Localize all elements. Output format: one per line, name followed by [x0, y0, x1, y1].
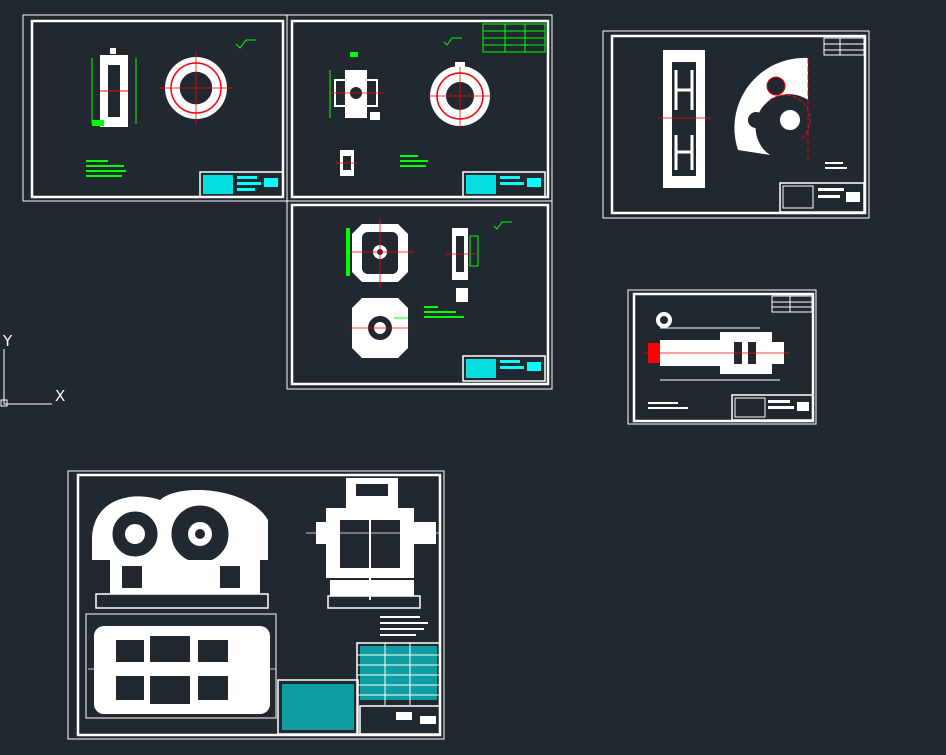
flange-section-view [446, 228, 479, 302]
shaft-front-view [428, 62, 492, 128]
ucs-y-label: Y [3, 332, 13, 350]
assembly-side-view [306, 478, 440, 609]
title-block [779, 182, 865, 213]
reducer-assembly-sheet[interactable] [67, 470, 445, 740]
ucs-x-label: X [55, 387, 66, 405]
long-shaft-sheet[interactable] [627, 289, 817, 425]
technical-notes [400, 155, 428, 167]
shaft-part-sheet[interactable] [286, 14, 553, 202]
technical-notes [825, 162, 847, 169]
title-block [462, 355, 546, 382]
parameter-table [482, 23, 546, 53]
technical-notes [648, 402, 688, 409]
title-block [199, 171, 284, 198]
gear-front-view [160, 52, 232, 124]
parameter-table [823, 37, 865, 56]
gear-section-view [91, 48, 137, 127]
sector-front-view [734, 57, 811, 160]
gear-part-sheet[interactable] [22, 14, 288, 202]
technical-notes [424, 306, 464, 318]
flange-part-sheet[interactable] [286, 200, 553, 390]
technical-notes [86, 160, 126, 177]
flange-top-view [346, 218, 414, 288]
shaft-section-detail [656, 312, 672, 328]
flange-bottom-view [350, 298, 410, 358]
assembly-front-view [92, 489, 269, 609]
parts-list [356, 642, 441, 736]
shaft-elevation-view [644, 327, 790, 381]
technical-requirements [380, 616, 428, 636]
assembly-top-view [85, 613, 277, 719]
sector-side-view [658, 50, 712, 188]
roughness-symbol [443, 37, 462, 46]
roughness-symbol [235, 39, 256, 49]
roughness-symbol [493, 221, 512, 230]
title-block [731, 394, 814, 421]
shaft-section-view [329, 52, 384, 120]
title-block [462, 171, 546, 198]
sector-part-sheet[interactable] [602, 30, 870, 219]
shaft-detail-view [336, 150, 358, 176]
parameter-table [771, 295, 813, 313]
title-block [277, 679, 441, 735]
ucs-icon [0, 349, 52, 407]
